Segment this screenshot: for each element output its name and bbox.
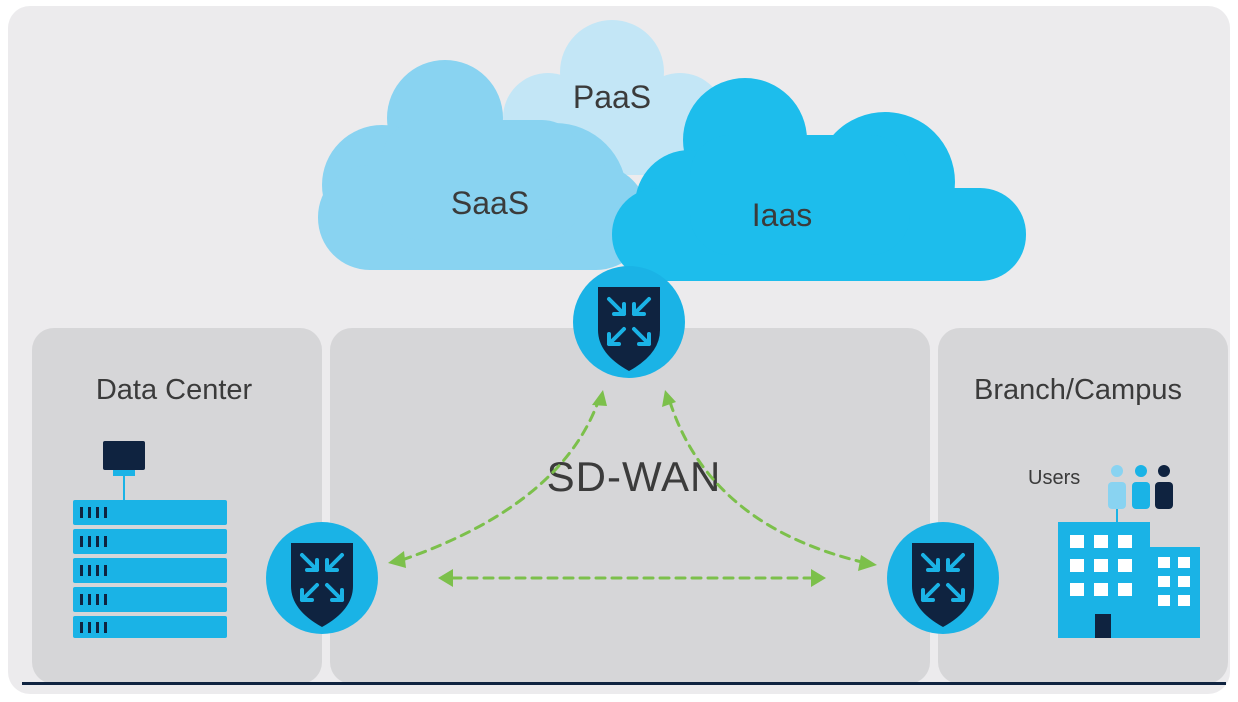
server-rack-icon	[73, 500, 227, 638]
sdwan-panel	[330, 328, 930, 684]
branch-title: Branch/Campus	[974, 374, 1182, 406]
data-center-title: Data Center	[96, 374, 253, 406]
datacenter-router-icon	[266, 522, 378, 634]
paas-label: PaaS	[573, 79, 651, 115]
branch-router-icon	[887, 522, 999, 634]
sdwan-title: SD-WAN	[547, 453, 722, 500]
saas-label: SaaS	[451, 185, 529, 221]
iaas-label: Iaas	[752, 197, 812, 233]
cloud-router-icon	[573, 266, 685, 378]
users-label: Users	[1028, 467, 1080, 489]
bottom-rule	[22, 682, 1226, 685]
